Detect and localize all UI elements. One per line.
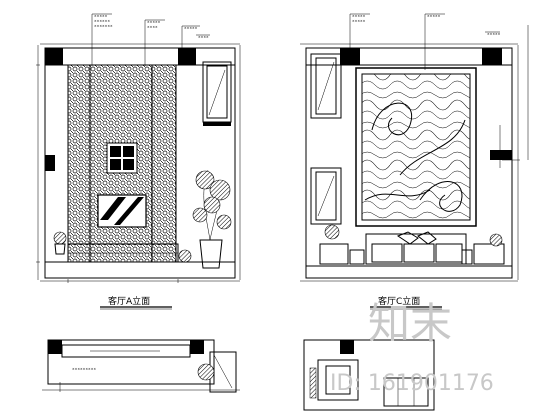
callout-c-3: ××××× <box>427 14 441 18</box>
window-a-glass <box>208 69 226 116</box>
window-a-inner <box>206 65 228 119</box>
callout-c-4: ××××× <box>487 32 501 36</box>
column-cap-c-left <box>340 48 360 65</box>
callout-a-5: ×××× <box>147 25 158 29</box>
column-cap-left <box>45 48 63 65</box>
small-plant-right <box>178 249 192 263</box>
callout-a-6: ××××× <box>184 26 198 30</box>
elevation-c-title: 客厅C立面 <box>378 295 420 307</box>
small-plant-left <box>53 231 67 255</box>
window-c-lower <box>310 167 342 225</box>
watermark: 知末 ID: 161901176 <box>330 299 494 396</box>
picture-tile-4 <box>123 159 134 170</box>
picture-tile-1 <box>110 146 121 157</box>
callout-a-7: ×××× <box>198 35 209 39</box>
callouts-c: ××××× ××××× ××××× ××××× <box>349 13 501 70</box>
swirl-3 <box>399 119 466 176</box>
column-cap-c-right <box>482 48 502 65</box>
picture-tile-2 <box>123 146 134 157</box>
picture-tile-3 <box>110 159 121 170</box>
window-c-upper <box>310 53 342 119</box>
wall-niche-left <box>45 155 55 171</box>
lattice-panel-right <box>151 64 177 263</box>
plan-c <box>303 339 435 411</box>
armchair-right <box>473 233 505 265</box>
callouts-a: ××××× ×××××× ××××××× ××××× ×××× ××××× ××… <box>91 13 210 66</box>
callout-a-3: ××××××× <box>94 24 113 28</box>
elevation-a-title: 客厅A立面 <box>108 295 150 307</box>
television-reflection <box>100 197 144 225</box>
swirl-1 <box>371 102 413 136</box>
column-cap-right <box>178 48 196 65</box>
callout-c-2: ××××× <box>352 19 366 23</box>
plan-plant-a <box>197 363 215 381</box>
elevation-c-frame <box>305 47 513 279</box>
plan-a: ××××××××× <box>42 339 240 393</box>
window-a-sill <box>203 122 231 126</box>
callout-c-1: ××××× <box>352 14 366 18</box>
elevation-a: ××××× ×××××× ××××××× ××××× ×××× ××××× ××… <box>36 13 241 310</box>
armchair-left <box>319 224 349 265</box>
swirl-2 <box>419 181 463 212</box>
sofa <box>365 231 467 265</box>
stone-panel <box>361 73 471 221</box>
wall-niche-c <box>490 150 512 160</box>
callout-a-1: ××××× <box>94 14 108 18</box>
callout-a-4: ××××× <box>147 20 161 24</box>
side-table-c <box>349 249 473 265</box>
plan-a-label: ××××××××× <box>72 367 96 371</box>
watermark-id: ID: 161901176 <box>330 371 494 396</box>
watermark-brand: 知末 <box>368 299 452 348</box>
potted-tree <box>192 169 232 269</box>
swirl-4 <box>364 189 431 201</box>
elevation-c: ××××× ××××× ××××× ××××× 客厅C立面 <box>300 13 529 310</box>
lattice-panel-left <box>67 64 91 263</box>
callout-a-2: ×××××× <box>94 19 110 23</box>
